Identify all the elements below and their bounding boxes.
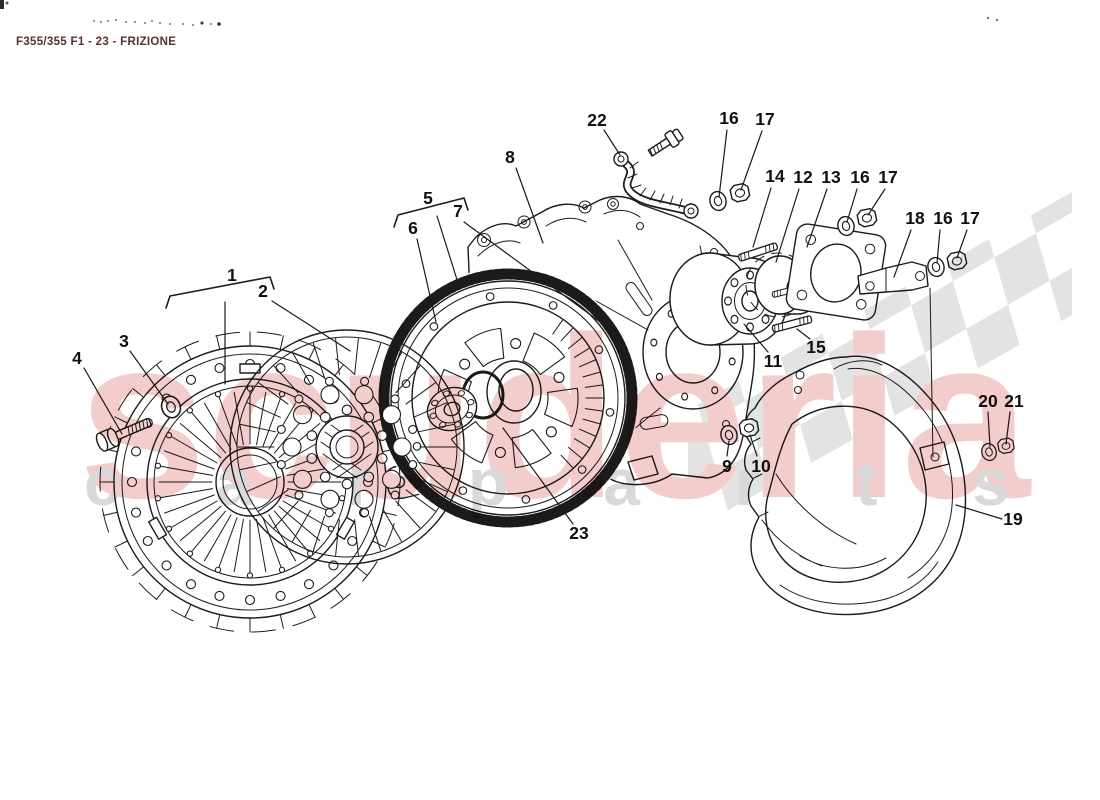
ring-gear-teeth [378,268,638,528]
svg-text:1: 1 [227,265,237,285]
svg-text:11: 11 [764,351,783,371]
nut-17c [945,250,969,272]
callout-15: 15 [796,328,826,357]
washer-16c [925,255,947,279]
ground-cable [613,128,699,219]
flywheel [377,267,639,529]
callout-23: 23 [502,427,589,543]
svg-text:17: 17 [960,208,979,228]
svg-text:17: 17 [878,167,897,187]
callout-2: 2 [258,281,351,352]
callout-3: 3 [119,331,169,405]
callout-14: 14 [752,166,785,248]
svg-text:3: 3 [119,331,129,351]
callout-6: 6 [408,218,437,323]
svg-text:22: 22 [587,110,607,130]
callout-17: 17 [956,208,980,259]
washer-16a [707,189,729,213]
svg-text:9: 9 [722,456,732,476]
callout-17: 17 [740,109,775,191]
nut-17b [855,207,879,229]
page-title: F355/355 F1 - 23 - FRIZIONE [16,36,177,48]
svg-text:6: 6 [408,218,418,238]
svg-text:16: 16 [719,108,739,128]
nut-17a [728,182,752,204]
svg-text:4: 4 [72,348,82,368]
svg-text:15: 15 [806,337,826,357]
svg-text:18: 18 [905,208,925,228]
callout-8: 8 [505,147,544,244]
pressure-plate [99,331,401,633]
svg-text:7: 7 [453,201,463,221]
callout-22: 22 [587,110,621,156]
callout-7: 7 [453,201,623,339]
svg-text:17: 17 [755,109,774,129]
svg-text:21: 21 [1004,391,1024,411]
svg-text:16: 16 [850,167,870,187]
scan-specks [0,0,999,27]
callout-17: 17 [867,167,898,216]
svg-text:19: 19 [1003,509,1023,529]
clutch-disc [229,329,465,565]
svg-text:2: 2 [258,281,268,301]
pilot-bearing [426,386,478,432]
svg-text:8: 8 [505,147,515,167]
callout-19: 19 [955,504,1023,529]
callout-20: 20 [978,391,998,448]
svg-text:16: 16 [933,208,953,228]
callout-4: 4 [72,348,123,435]
callout-21: 21 [1004,391,1024,445]
callout-16: 16 [718,108,739,198]
svg-text:5: 5 [423,188,433,208]
nut-10 [737,417,760,439]
svg-text:23: 23 [569,523,589,543]
cap-screw [95,418,152,452]
cable-bolt [647,128,684,157]
callout-5: 5 [393,188,469,287]
svg-text:12: 12 [793,167,813,187]
svg-text:13: 13 [821,167,841,187]
svg-text:10: 10 [751,456,771,476]
svg-text:14: 14 [765,166,785,186]
svg-text:20: 20 [978,391,998,411]
washer-20 [979,441,999,463]
callout-1: 1 [165,265,275,385]
